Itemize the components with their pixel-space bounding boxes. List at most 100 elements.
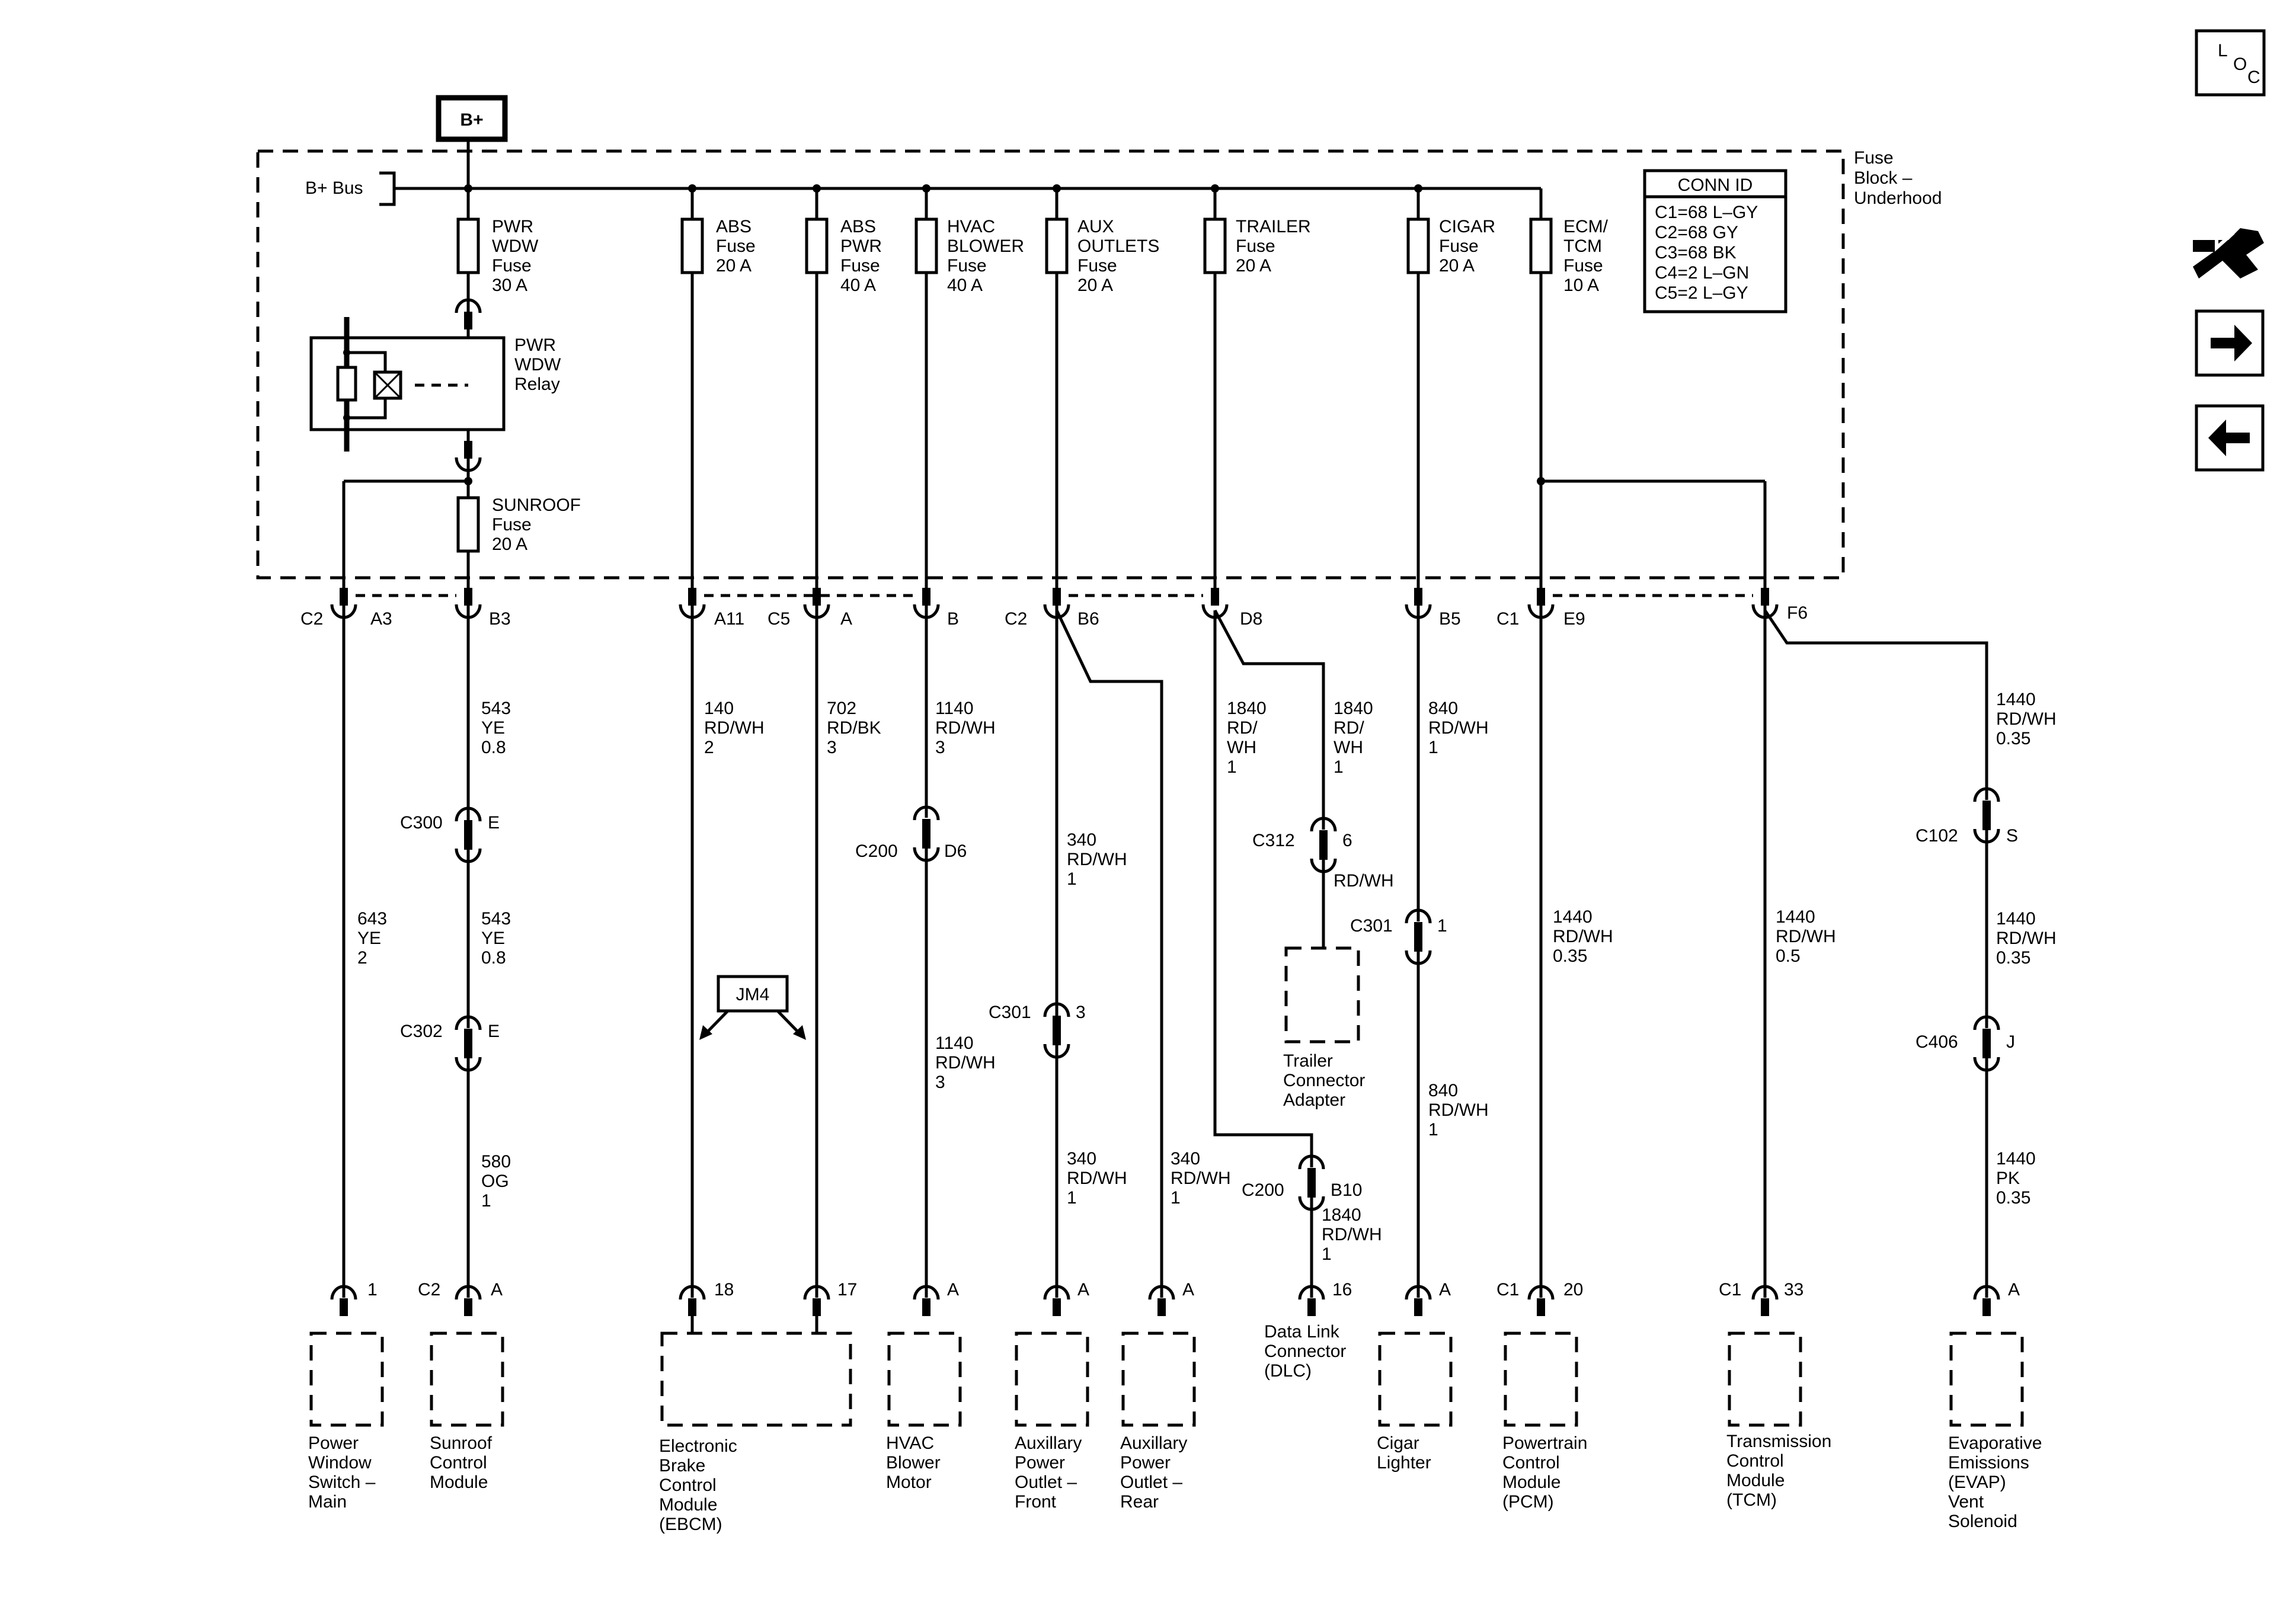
evap-vent-solenoid [1949, 1331, 2024, 1427]
pin-label: C1 [1719, 1280, 1741, 1299]
connector-label: D8 [1240, 609, 1262, 629]
inline-label: C300 [400, 813, 443, 833]
loc-icon-letter-o: O [2233, 55, 2247, 74]
pin-label: 16 [1332, 1280, 1352, 1299]
cigar-lighter [1378, 1331, 1453, 1427]
pin-label: A [947, 1280, 959, 1299]
jm4-label: JM4 [736, 985, 770, 1004]
conn-id-title: CONN ID [1678, 175, 1753, 195]
pin-label: A [491, 1280, 503, 1299]
bplus-source: B+ [436, 95, 508, 188]
pin-label: 20 [1563, 1280, 1583, 1299]
conn-id-row: C4=2 L–GN [1655, 263, 1749, 283]
fuse-block-label-2: Block – [1854, 168, 1913, 188]
pwr-wdw-relay [309, 317, 506, 452]
fuse-block-label-3: Underhood [1854, 188, 1942, 208]
inline-label: B10 [1331, 1180, 1362, 1200]
inline-label: 1 [1437, 916, 1447, 936]
aux-outlets-fuse-circuit [1047, 188, 1067, 593]
inline-connector-labels: C300 E C302 E C200 D6 C301 3 C312 6 C301… [400, 813, 2018, 1200]
pin-label: 33 [1784, 1280, 1803, 1299]
inline-label: E [488, 1022, 500, 1041]
fuse-pwr-wdw [458, 219, 478, 273]
component-connectors [332, 1286, 1998, 1316]
trailer-fuse-circuit [1205, 188, 1225, 593]
connector-label: C2 [1005, 609, 1027, 629]
conn-id-table: CONN ID C1=68 L–GY C2=68 GY C3=68 BK C4=… [1643, 169, 1787, 313]
pin-label: A [1182, 1280, 1194, 1299]
abs-pwr-fuse-circuit [807, 188, 827, 593]
inline-connectors [456, 789, 1998, 1209]
hvac-blower-fuse-circuit [916, 188, 936, 593]
loc-icon[interactable]: L O C [2195, 29, 2266, 97]
pin-label: 18 [714, 1280, 734, 1299]
pin-label: A [1439, 1280, 1451, 1299]
inline-label: S [2006, 826, 2018, 846]
conn-id-row: C5=2 L–GY [1655, 283, 1748, 303]
inline-label: C301 [1350, 916, 1393, 936]
arrow-left-icon[interactable] [2195, 404, 2265, 472]
bplus-bus-label: B+ Bus [305, 178, 363, 198]
fuse-sunroof [458, 498, 478, 551]
wire-label: RD/WH [1334, 871, 1394, 891]
jm4-reference[interactable]: JM4 [699, 975, 806, 1040]
connector-label: A [840, 609, 852, 629]
arrow-right-icon[interactable] [2195, 309, 2265, 377]
harness-wires [342, 604, 1988, 1298]
pin-label: C2 [418, 1280, 440, 1299]
inline-label: C301 [989, 1003, 1031, 1022]
connector-label: A3 [370, 609, 392, 629]
bus-bracket [379, 171, 396, 206]
inline-label: C200 [855, 841, 898, 861]
pin-label: A [2008, 1280, 2020, 1299]
inline-label: C312 [1252, 831, 1295, 850]
bplus-label: B+ [460, 110, 483, 130]
power-window-switch [309, 1331, 384, 1427]
ebcm [660, 1331, 852, 1427]
inline-label: D6 [944, 841, 967, 861]
aux-outlet-rear [1121, 1331, 1196, 1427]
ecm-tcm-fuse-circuit [1531, 188, 1767, 593]
harness-icon[interactable] [2193, 216, 2264, 279]
conn-id-row: C1=68 L–GY [1655, 203, 1758, 222]
pin-labels: 1 C2 A 18 17 A A A 16 A C1 20 C1 33 A [367, 1280, 2020, 1299]
inline-label: 3 [1076, 1003, 1086, 1022]
connector-label: B5 [1439, 609, 1461, 629]
pin-label: A [1077, 1280, 1089, 1299]
conn-id-row: C2=68 GY [1655, 223, 1738, 242]
hvac-blower-motor [887, 1331, 962, 1427]
